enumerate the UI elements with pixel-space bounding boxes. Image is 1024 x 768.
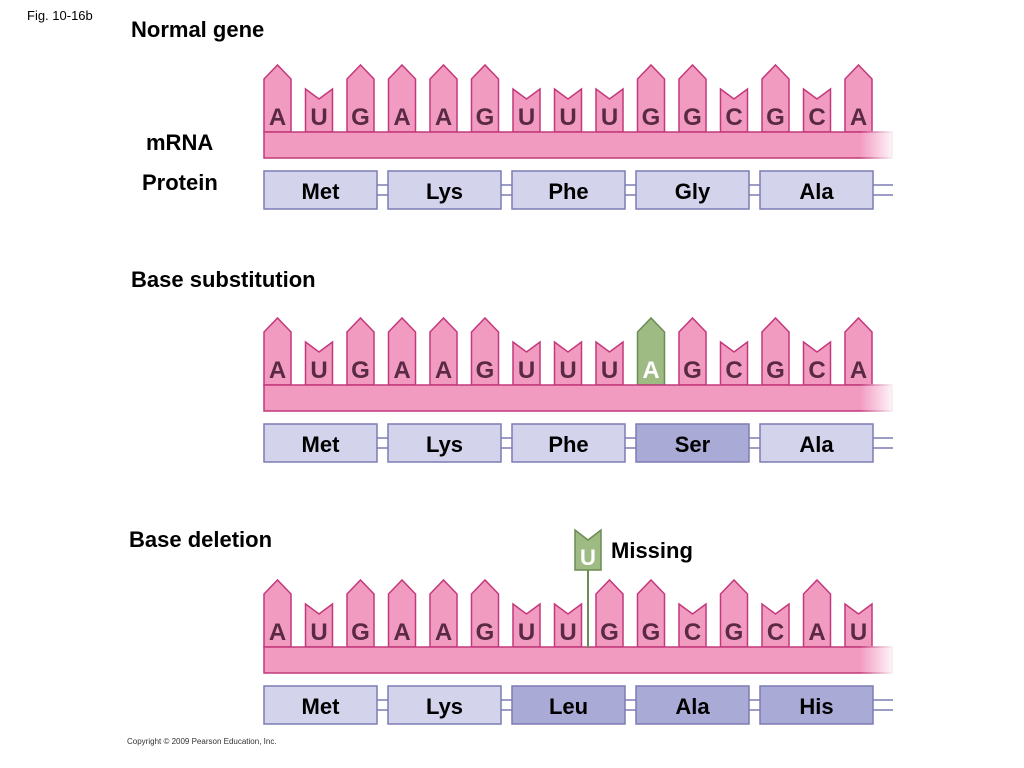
base-letter: U [850, 619, 867, 646]
base-letter: A [435, 104, 452, 131]
amino-acid-label: Phe [548, 432, 588, 457]
base-letter: G [476, 104, 495, 131]
amino-acid-label: Lys [426, 694, 463, 719]
amino-acid-box [387, 685, 502, 725]
base-letter: G [642, 104, 661, 131]
missing-label: Missing [611, 538, 693, 563]
base-letter: G [725, 619, 744, 646]
base-letter: U [518, 357, 535, 384]
base-letter: A [808, 619, 825, 646]
amino-acid-label: Met [302, 694, 341, 719]
base-letter: U [559, 104, 576, 131]
amino-acid-box [759, 685, 874, 725]
amino-acid-box [511, 170, 626, 210]
base-letter: G [683, 357, 702, 384]
amino-acid-box [263, 170, 378, 210]
base-letter: A [269, 619, 286, 646]
base-letter: G [683, 104, 702, 131]
base-letter: A [269, 104, 286, 131]
amino-acid-label: Ala [799, 432, 834, 457]
base-letter: U [601, 357, 618, 384]
base-letter: G [766, 104, 785, 131]
mutant-base-letter: A [642, 357, 659, 384]
amino-acid-label: Ala [799, 179, 834, 204]
amino-acid-label: Ser [675, 432, 711, 457]
panel-title-normal-gene: Normal gene [131, 17, 265, 42]
base-letter: C [767, 619, 784, 646]
amino-acid-box [635, 685, 750, 725]
amino-acid-box [387, 423, 502, 463]
base-letter: A [393, 104, 410, 131]
base-letter: U [518, 619, 535, 646]
amino-acid-box [387, 170, 502, 210]
amino-acid-label: Met [302, 432, 341, 457]
base-letter: U [559, 619, 576, 646]
amino-acid-label: Lys [426, 179, 463, 204]
amino-acid-label: Gly [675, 179, 711, 204]
amino-acid-box [635, 170, 750, 210]
backbone-fade [860, 131, 896, 159]
base-letter: U [310, 619, 327, 646]
base-letter: G [476, 619, 495, 646]
base-letter: A [435, 357, 452, 384]
base-letter: U [310, 104, 327, 131]
amino-acid-label: Ala [675, 694, 710, 719]
panel-title-base-deletion: Base deletion [129, 527, 273, 552]
mrna-backbone [263, 384, 893, 412]
protein-label: Protein [142, 170, 218, 195]
base-letter: G [642, 619, 661, 646]
base-letter: G [766, 357, 785, 384]
copyright-notice: Copyright © 2009 Pearson Education, Inc. [127, 737, 277, 746]
mrna-label: mRNA [146, 130, 214, 155]
amino-acid-label: Met [302, 179, 341, 204]
amino-acid-box [511, 685, 626, 725]
amino-acid-label: Leu [549, 694, 588, 719]
base-letter: C [808, 357, 825, 384]
missing-base [574, 528, 602, 571]
amino-acid-box [635, 423, 750, 463]
mrna-backbone [263, 646, 893, 674]
amino-acid-box [263, 685, 378, 725]
figure-label: Fig. 10-16b [27, 8, 93, 23]
amino-acid-box [759, 170, 874, 210]
base-letter: C [808, 104, 825, 131]
amino-acid-box [759, 423, 874, 463]
base-letter: C [684, 619, 701, 646]
base-letter: A [269, 357, 286, 384]
mrna-backbone [263, 131, 893, 159]
amino-acid-label: Phe [548, 179, 588, 204]
amino-acid-box [511, 423, 626, 463]
base-letter: A [850, 104, 867, 131]
base-letter: A [850, 357, 867, 384]
amino-acid-label: Lys [426, 432, 463, 457]
panel-title-base-substitution: Base substitution [131, 267, 316, 292]
base-letter: U [310, 357, 327, 384]
base-letter: A [393, 357, 410, 384]
base-letter: G [351, 357, 370, 384]
base-letter: G [351, 619, 370, 646]
backbone-fade [860, 646, 896, 674]
base-letter: A [393, 619, 410, 646]
amino-acid-label: His [799, 694, 833, 719]
base-letter: C [725, 357, 742, 384]
amino-acid-box [263, 423, 378, 463]
base-letter: A [435, 619, 452, 646]
base-letter: U [518, 104, 535, 131]
base-letter: G [476, 357, 495, 384]
base-letter: U [601, 104, 618, 131]
base-letter: G [351, 104, 370, 131]
backbone-fade [860, 384, 896, 412]
missing-base-letter: U [580, 545, 596, 570]
base-letter: C [725, 104, 742, 131]
base-letter: G [600, 619, 619, 646]
base-letter: U [559, 357, 576, 384]
